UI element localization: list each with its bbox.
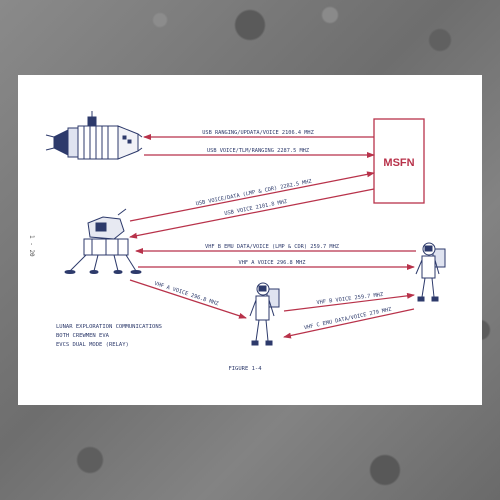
command-service-module-icon xyxy=(45,111,143,160)
caption-line-3: EVCS DUAL MODE (RELAY) xyxy=(56,342,129,348)
label-usb-ranging-updata: USB RANGING/UPDATA/VOICE 2106.4 MHZ xyxy=(202,130,314,136)
label-vhf-a-voice-eva: VHF A VOICE 296.8 MHZ xyxy=(154,281,220,308)
link-usb-voice-data-lm xyxy=(129,171,375,222)
caption-line-2: BOTH CREWMEN EVA xyxy=(56,333,110,339)
label-vhf-c-emu-data: VHF C EMU DATA/VOICE 279 MHZ xyxy=(304,307,393,332)
caption-line-1: LUNAR EXPLORATION COMMUNICATIONS xyxy=(56,324,162,330)
astronaut-lmp-icon xyxy=(249,282,280,346)
page-number: 1 - 20 xyxy=(28,235,35,257)
label-vhf-b-voice: VHF B VOICE 259.7 MHZ xyxy=(316,292,384,306)
figure-label: FIGURE 1-4 xyxy=(228,366,262,372)
link-vhf-a-voice-eva xyxy=(129,279,247,319)
link-lines xyxy=(129,134,416,339)
astronaut-cdr-icon xyxy=(415,242,446,302)
link-vhf-b-voice xyxy=(283,292,415,312)
comm-diagram: 1 - 20 MSFN xyxy=(28,111,446,372)
label-vhf-b-emu-data: VHF B EMU DATA/VOICE (LMP & CDR) 259.7 M… xyxy=(205,244,340,250)
document-sheet: 1 - 20 MSFN xyxy=(18,75,482,405)
link-vhf-c-emu-data xyxy=(283,308,415,339)
lunar-module-icon xyxy=(64,208,142,274)
msfn-ground-station xyxy=(373,118,425,204)
label-usb-voice-data-lm: USB VOICE/DATA (LMP & CDR) 2282.5 MHZ xyxy=(195,179,313,208)
label-vhf-a-voice-lm: VHF A VOICE 296.8 MHZ xyxy=(239,260,307,266)
link-usb-voice-down xyxy=(129,188,375,239)
label-usb-voice-tlm: USB VOICE/TLM/RANGING 2287.5 MHZ xyxy=(207,148,310,154)
msfn-label: MSFN xyxy=(383,157,414,169)
